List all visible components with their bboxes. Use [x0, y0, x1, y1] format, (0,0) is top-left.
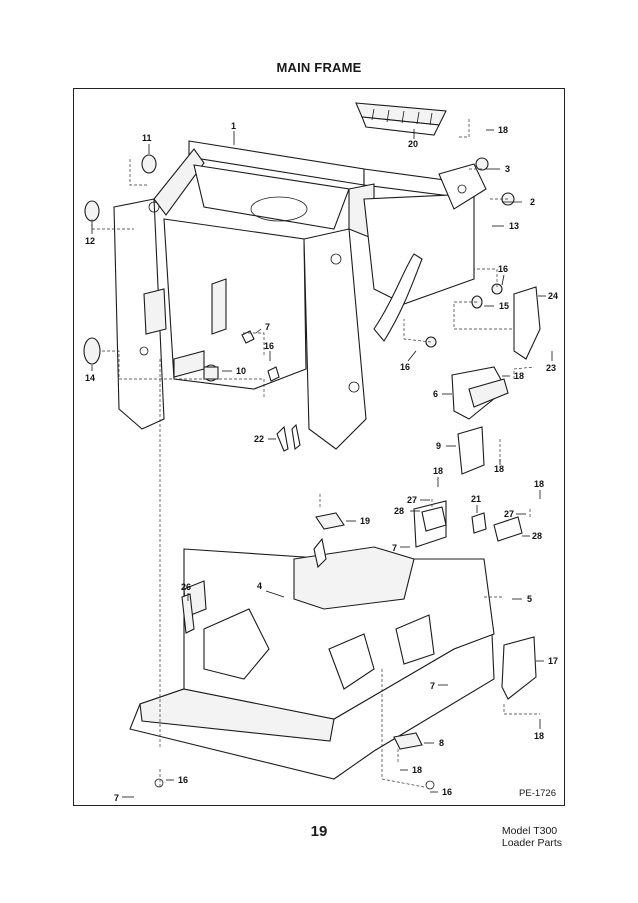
callout-15: 15: [499, 301, 509, 311]
model-line: Model T300: [501, 825, 558, 837]
callout-24: 24: [548, 291, 558, 301]
parts-diagram-frame: 1 2 3 4 5 6 7 7 7 7 8 9 10: [73, 88, 565, 806]
callout-20: 20: [408, 139, 418, 149]
upper-frame-assembly: [113, 140, 487, 450]
callout-3: 3: [505, 164, 510, 174]
callout-23: 23: [546, 363, 556, 373]
lower-frame-assembly: [129, 500, 537, 790]
callout-21: 21: [471, 494, 481, 504]
callout-12: 12: [85, 236, 95, 246]
callout-1: 1: [231, 121, 236, 131]
callout-16b: 16: [498, 264, 508, 274]
callout-13: 13: [509, 221, 519, 231]
callout-18e: 18: [534, 479, 544, 489]
callout-27a: 27: [407, 495, 417, 505]
model-info: Model T300 Loader Parts: [502, 825, 562, 849]
callout-17: 17: [548, 656, 558, 666]
callout-18d: 18: [433, 466, 443, 476]
assembly-guide-lines: [91, 119, 540, 789]
callout-14: 14: [85, 373, 95, 383]
callout-8: 8: [439, 738, 444, 748]
callout-22: 22: [254, 434, 264, 444]
manual-type-line: Loader Parts: [501, 837, 562, 849]
callout-9: 9: [436, 441, 441, 451]
callout-11: 11: [142, 133, 152, 143]
callout-27b: 27: [504, 509, 514, 519]
loose-parts: [83, 154, 541, 475]
callout-18f: 18: [534, 731, 544, 741]
callout-18a: 18: [498, 125, 508, 135]
page-number: 19: [310, 823, 328, 840]
callout-18b: 18: [514, 371, 524, 381]
callout-10: 10: [236, 366, 246, 376]
drawing-code: PE-1726: [519, 788, 556, 799]
callout-28b: 28: [532, 531, 542, 541]
callout-6: 6: [433, 389, 438, 399]
callout-16d: 16: [178, 775, 188, 785]
callout-2: 2: [530, 197, 535, 207]
callout-7d: 7: [114, 793, 119, 803]
callout-19: 19: [360, 516, 370, 526]
callout-16c: 16: [400, 362, 410, 372]
callout-7b: 7: [392, 543, 397, 553]
callout-16e: 16: [442, 787, 452, 797]
callout-4: 4: [257, 581, 262, 591]
callout-16a: 16: [264, 341, 274, 351]
step-plate: [355, 102, 447, 136]
callout-26: 26: [181, 582, 191, 592]
callout-18c: 18: [494, 464, 504, 474]
callouts: 1 2 3 4 5 6 7 7 7 7 8 9 10: [85, 121, 558, 803]
page-title: MAIN FRAME: [276, 60, 362, 75]
callout-7a: 7: [265, 322, 270, 332]
callout-5: 5: [527, 594, 532, 604]
callout-18g: 18: [412, 765, 422, 775]
callout-7c: 7: [430, 681, 435, 691]
main-frame-exploded-diagram: 1 2 3 4 5 6 7 7 7 7 8 9 10: [83, 102, 558, 803]
callout-28a: 28: [394, 506, 404, 516]
